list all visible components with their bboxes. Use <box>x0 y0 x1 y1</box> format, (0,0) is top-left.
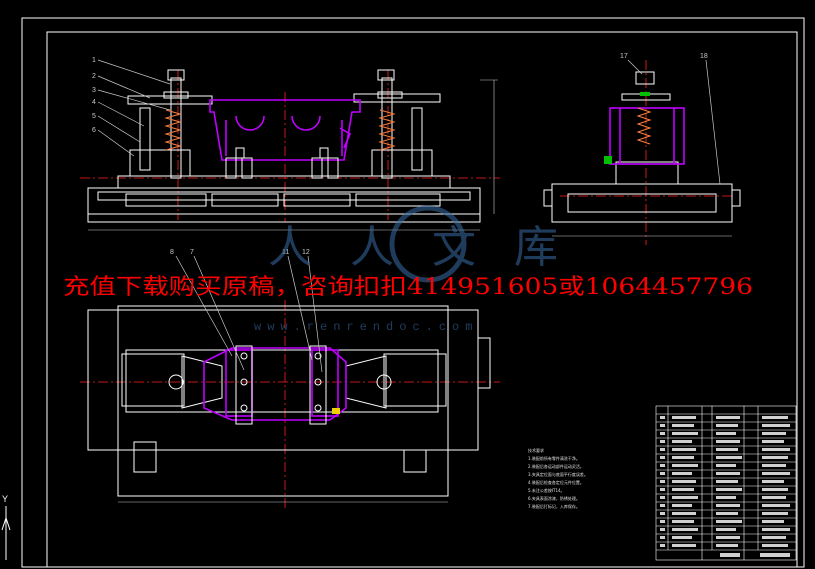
axis-y-label: Y <box>2 494 8 504</box>
tech-note-line: 1.装配前所有零件清洗干净。 <box>528 455 580 461</box>
part-label: 1 <box>92 57 96 64</box>
front-view: 1 2 3 4 5 6 <box>80 57 500 231</box>
side-view: 17 18 <box>543 53 741 245</box>
part-label: 11 <box>282 249 289 256</box>
part-label: 12 <box>302 249 310 256</box>
watermark-logo-text: 人人文库 <box>268 222 596 273</box>
tech-note-line: 6.夹具表面涂漆，防锈处理。 <box>528 495 580 501</box>
parts-list-table <box>655 405 797 561</box>
technical-requirements: 技术要求 1.装配前所有零件清洗干净。 2.装配后各运动部件运动灵活。 3.夹具… <box>528 447 588 509</box>
tech-notes-title: 技术要求 <box>528 447 544 453</box>
part-label: 17 <box>620 53 628 60</box>
tech-note-line: 4.装配后检查各定位元件位置。 <box>528 479 584 485</box>
tech-note-line: 7.装配后打标记，入库保存。 <box>528 503 580 509</box>
part-label: 7 <box>190 249 194 256</box>
part-label: 2 <box>92 73 96 80</box>
part-label: 5 <box>92 113 96 120</box>
top-view: 8 7 11 12 <box>80 249 500 510</box>
tech-note-line: 5.未注公差按IT14。 <box>528 487 565 493</box>
part-label: 6 <box>92 127 96 134</box>
watermark-url: www.renrendoc.com <box>254 320 478 334</box>
part-label: 8 <box>170 249 174 256</box>
tech-note-line: 2.装配后各运动部件运动灵活。 <box>528 463 584 469</box>
parts-list-cells <box>660 416 790 557</box>
part-label: 4 <box>92 99 96 106</box>
sheet-border <box>21 17 805 568</box>
tech-note-line: 3.夹具定位面与底面平行度误差。 <box>528 471 588 477</box>
promo-text: 充值下载购买原稿，咨询扣扣414951605或1064457796 <box>63 275 753 300</box>
watermark: 人人文库 www.renrendoc.com <box>254 205 596 334</box>
ucs-axis-icon: Y <box>1 494 11 560</box>
watermark-logo-circle <box>389 205 467 283</box>
part-label: 18 <box>700 53 708 60</box>
part-label: 3 <box>92 87 96 94</box>
